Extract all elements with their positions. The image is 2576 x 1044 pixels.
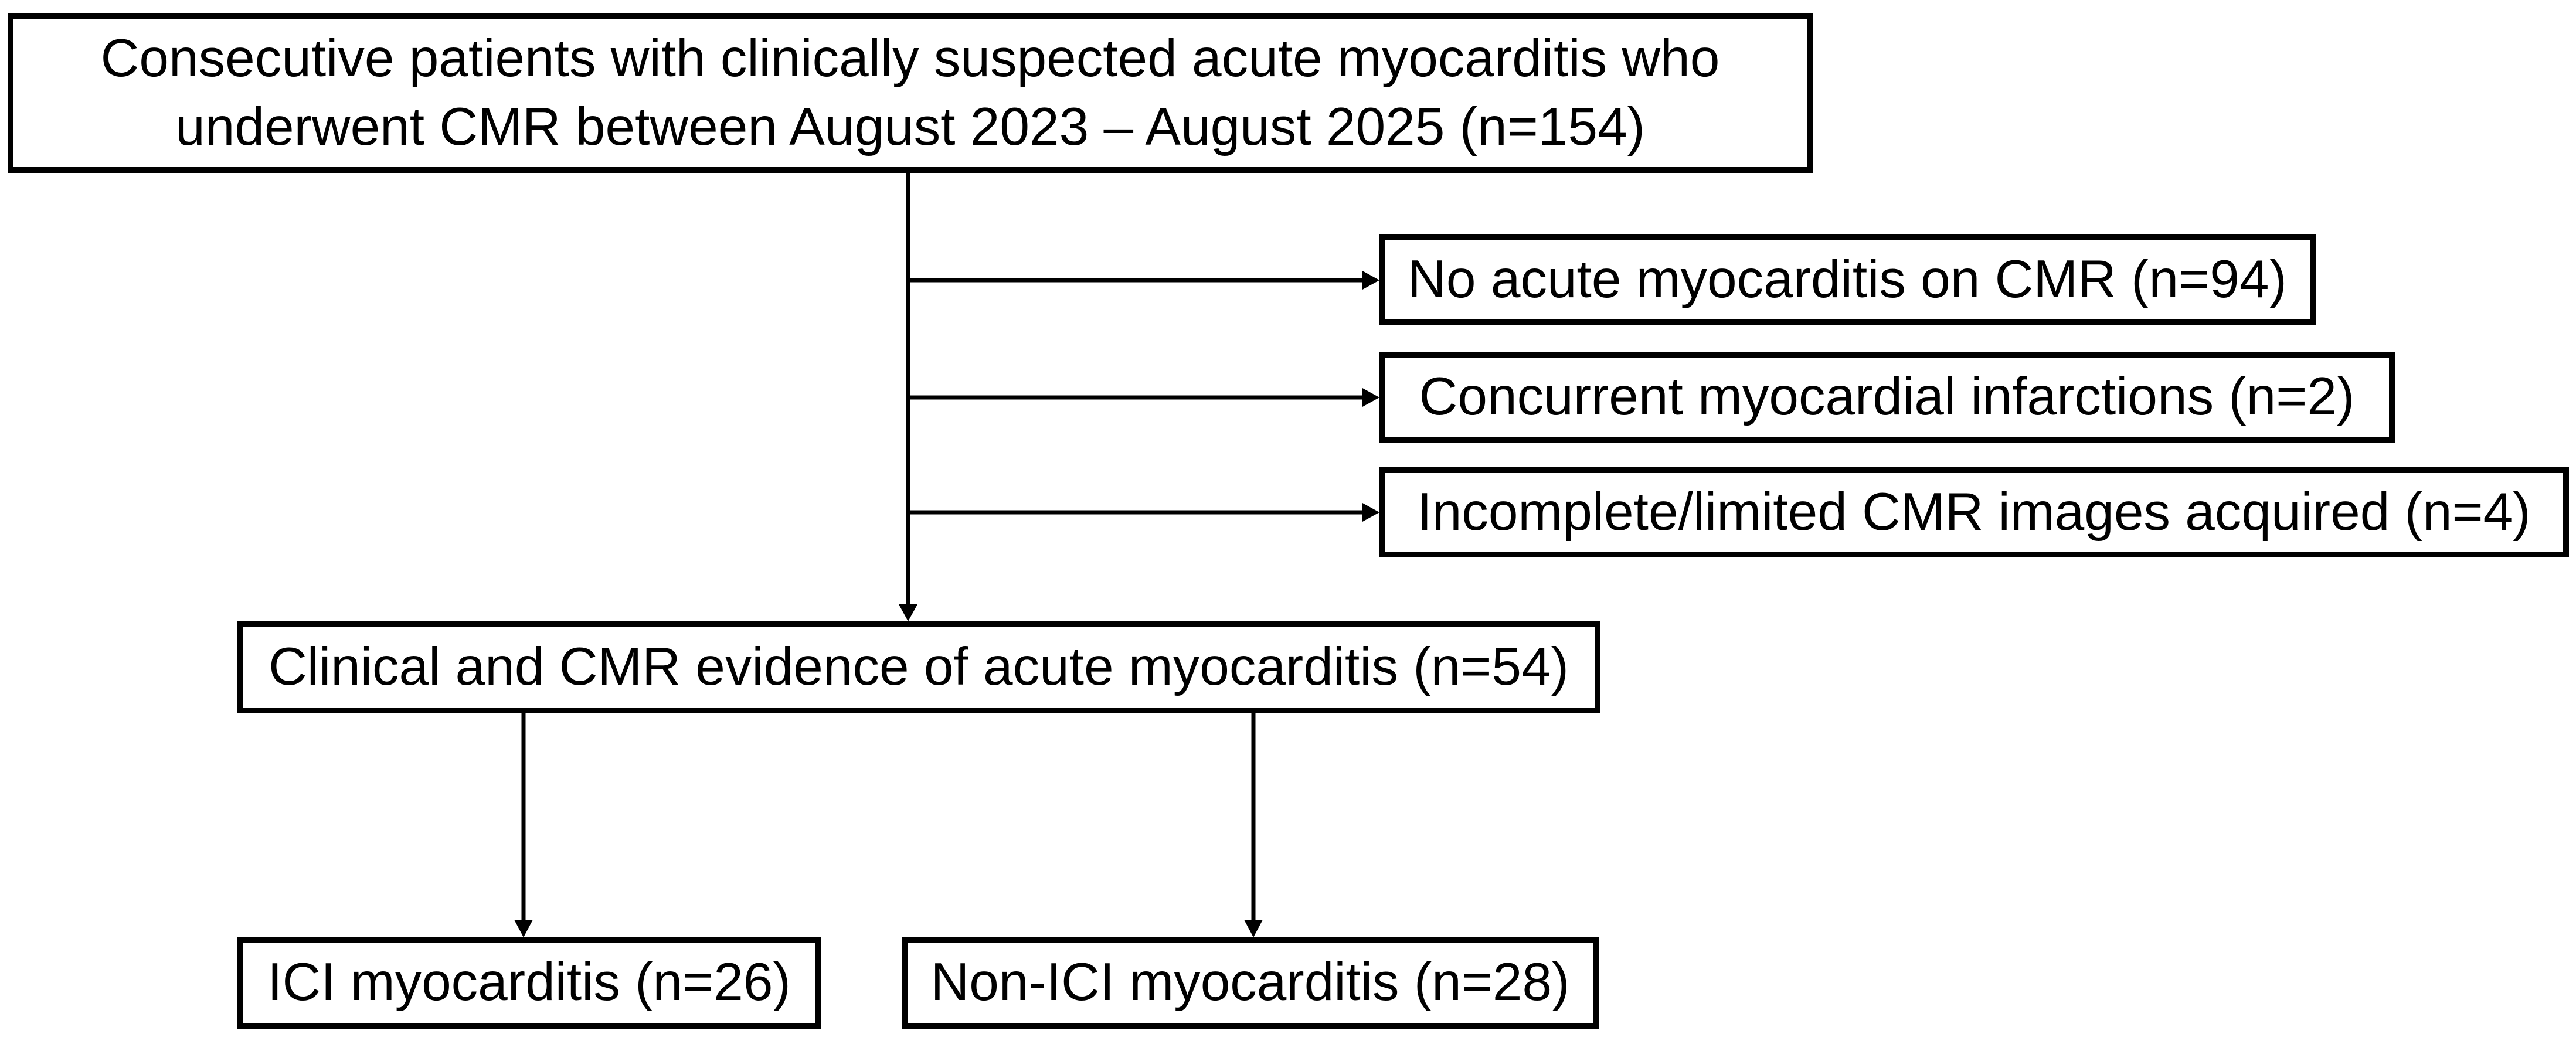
arrow-to-no-acute-head: [1362, 271, 1379, 290]
flow-box-included-acute-myocarditis: Clinical and CMR evidence of acute myoca…: [237, 621, 1600, 713]
flow-box-excluded-no-acute-myocarditis: No acute myocarditis on CMR (n=94): [1379, 234, 2316, 325]
flow-box-excluded-incomplete-images: Incomplete/limited CMR images acquired (…: [1379, 467, 2569, 557]
arrow-screened-to-included-head: [899, 604, 917, 621]
screened-label-line1: Consecutive patients with clinically sus…: [100, 29, 1720, 89]
arrow-included-to-non-ici-head: [1244, 920, 1263, 937]
ici-label: ICI myocarditis (n=26): [267, 953, 791, 1012]
non-ici-label: Non-ICI myocarditis (n=28): [930, 953, 1570, 1012]
flow-box-non-ici-myocarditis: Non-ICI myocarditis (n=28): [902, 937, 1599, 1029]
screened-label-line2: underwent CMR between August 2023 – Augu…: [175, 97, 1645, 157]
flow-box-excluded-myocardial-infarctions: Concurrent myocardial infarctions (n=2): [1379, 352, 2395, 443]
arrow-to-incomplete-head: [1362, 503, 1379, 522]
arrow-included-to-ici-head: [514, 920, 533, 937]
excluded-infarction-label: Concurrent myocardial infarctions (n=2): [1419, 367, 2355, 427]
excluded-no-acute-label: No acute myocarditis on CMR (n=94): [1408, 250, 2287, 310]
arrow-to-infarction-head: [1362, 388, 1379, 407]
excluded-incomplete-label: Incomplete/limited CMR images acquired (…: [1417, 482, 2531, 542]
included-label: Clinical and CMR evidence of acute myoca…: [269, 637, 1569, 697]
flow-box-screened-patients: Consecutive patients with clinically sus…: [8, 13, 1813, 173]
flow-box-ici-myocarditis: ICI myocarditis (n=26): [237, 937, 821, 1029]
